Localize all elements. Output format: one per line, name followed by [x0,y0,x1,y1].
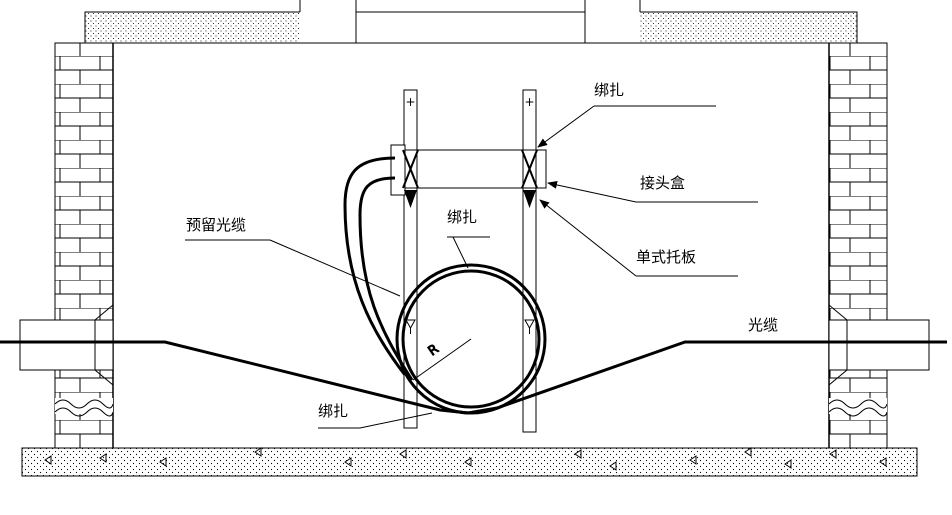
right-brick-wall [828,42,930,449]
left-brick-wall [19,42,114,449]
label-single-bracket: 单式托板 [636,248,696,266]
floor-slab [21,447,918,477]
annotations: 绑扎 接头盒 单式托板 预留光缆 绑扎 光缆 绑扎 [185,81,778,429]
label-reserved-cable: 预留光缆 [186,216,246,234]
label-binding-top: 绑扎 [594,81,624,99]
plus-mark-left: + [405,95,415,109]
main-cable [0,340,947,415]
label-binding-bottom: 绑扎 [318,402,348,420]
label-binding-middle: 绑扎 [447,208,477,226]
manhole-cover-slab [84,0,858,44]
plus-mark-right: + [524,95,534,109]
reserved-cable-loop: R [343,156,547,415]
joint-box [390,144,547,208]
label-joint-box: 接头盒 [640,174,685,192]
left-bracket: + [403,89,418,429]
label-cable: 光缆 [748,316,778,334]
radius-label: R [426,342,442,359]
